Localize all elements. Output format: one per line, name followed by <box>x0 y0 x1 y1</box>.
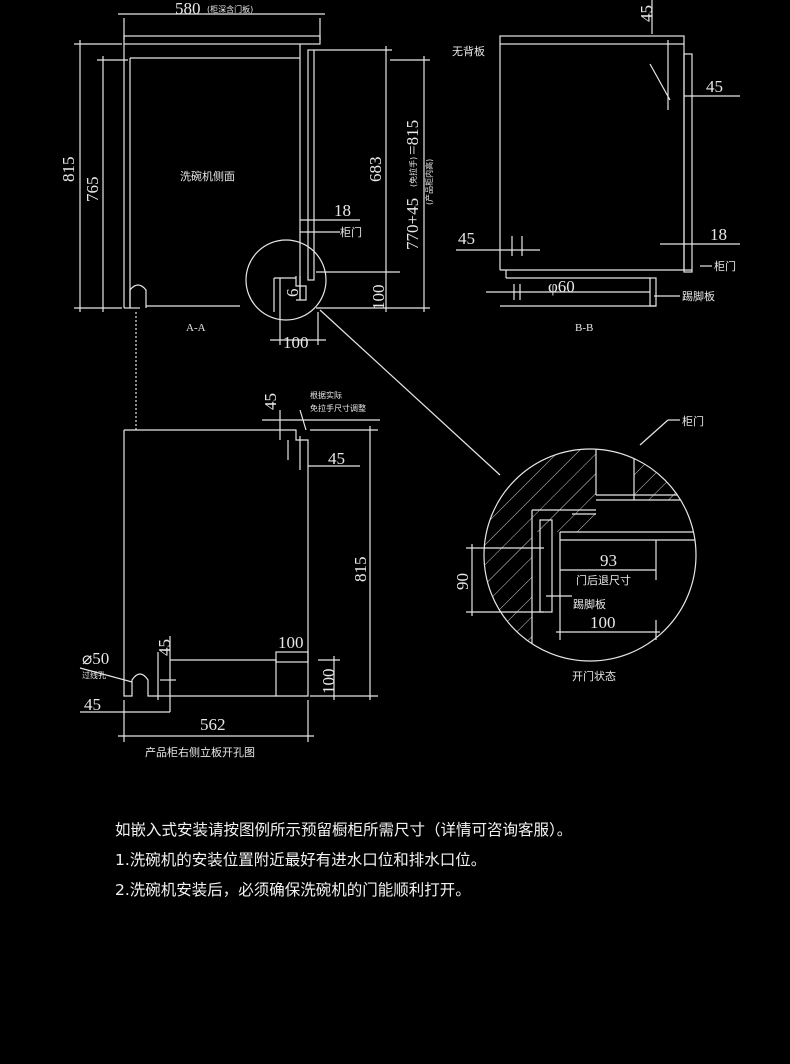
bb-hole-dia: φ60 <box>548 277 575 296</box>
panel-d-45-top: 45 <box>261 393 280 410</box>
panel-d-45-right: 45 <box>328 449 345 468</box>
panel-width-562: 562 <box>200 715 226 734</box>
detail-caption: 开门状态 <box>572 669 616 683</box>
view-bb <box>456 0 740 307</box>
aa-d-100-v: 100 <box>369 285 388 311</box>
panel-hole-dia: ⌀50 <box>82 649 109 668</box>
panel-d-100-top: 100 <box>278 633 304 652</box>
detail-circle <box>466 419 697 662</box>
side-panel-drawing <box>79 409 380 742</box>
panel-adjust-note-2: 免拉手尺寸调整 <box>310 403 366 413</box>
bb-top-45: 45 <box>637 5 656 22</box>
aa-caption: A-A <box>186 322 206 334</box>
panel-adjust-note-1: 根据实际 <box>310 390 342 400</box>
detail-d-100: 100 <box>590 613 616 632</box>
detail-door-label: 柜门 <box>682 414 704 428</box>
bb-no-back-label: 无背板 <box>452 44 485 58</box>
aa-side-label: 洗碗机侧面 <box>180 169 235 183</box>
note-line-2: 2.洗碗机安装后，必须确保洗碗机的门能顺利打开。 <box>115 881 471 899</box>
view-aa <box>74 13 430 345</box>
aa-door-label: 柜门 <box>340 225 362 239</box>
detail-kick-label: 踢脚板 <box>573 597 606 611</box>
aa-top-width-note: (柜深含门板) <box>207 4 253 14</box>
aa-d-18: 18 <box>334 201 351 220</box>
aa-h-total-note: (免拉手) <box>408 157 418 187</box>
aa-d-100-h: 100 <box>283 333 309 352</box>
bb-caption: B-B <box>575 322 593 334</box>
detail-d-90: 90 <box>453 573 472 590</box>
bb-door-label: 柜门 <box>714 259 736 273</box>
panel-d-45-hole: 45 <box>155 639 174 656</box>
aa-d-6: 6 <box>283 289 302 298</box>
bb-right-45: 45 <box>706 77 723 96</box>
panel-d-45-left: 45 <box>84 695 101 714</box>
panel-hole-label: 过线孔 <box>82 670 106 680</box>
panel-h-815: 815 <box>351 557 370 583</box>
bb-d-18: 18 <box>710 225 727 244</box>
aa-h-683: 683 <box>366 157 385 183</box>
note-line-1: 1.洗碗机的安装位置附近最好有进水口位和排水口位。 <box>115 851 487 869</box>
aa-h-total-eq: =815 <box>403 120 422 155</box>
bb-kick-label: 踢脚板 <box>682 289 715 303</box>
bb-left-45: 45 <box>458 229 475 248</box>
panel-d-100-v: 100 <box>319 669 338 695</box>
installation-notes: 如嵌入式安装请按图例所示预留橱柜所需尺寸（详情可咨询客服）。 1.洗碗机的安装位… <box>115 815 755 905</box>
detail-recess-label: 门后退尺寸 <box>576 573 631 587</box>
aa-h-total: 770+45 <box>403 198 422 250</box>
aa-h-815: 815 <box>59 157 78 183</box>
aa-top-width: 580 <box>175 0 201 18</box>
panel-caption: 产品柜右侧立板开孔图 <box>145 745 255 759</box>
aa-h-inner-note: (产品柜内高) <box>424 159 434 205</box>
note-line-0: 如嵌入式安装请按图例所示预留橱柜所需尺寸（详情可咨询客服）。 <box>115 821 573 839</box>
aa-h-765: 765 <box>83 177 102 203</box>
detail-d-93: 93 <box>600 551 617 570</box>
